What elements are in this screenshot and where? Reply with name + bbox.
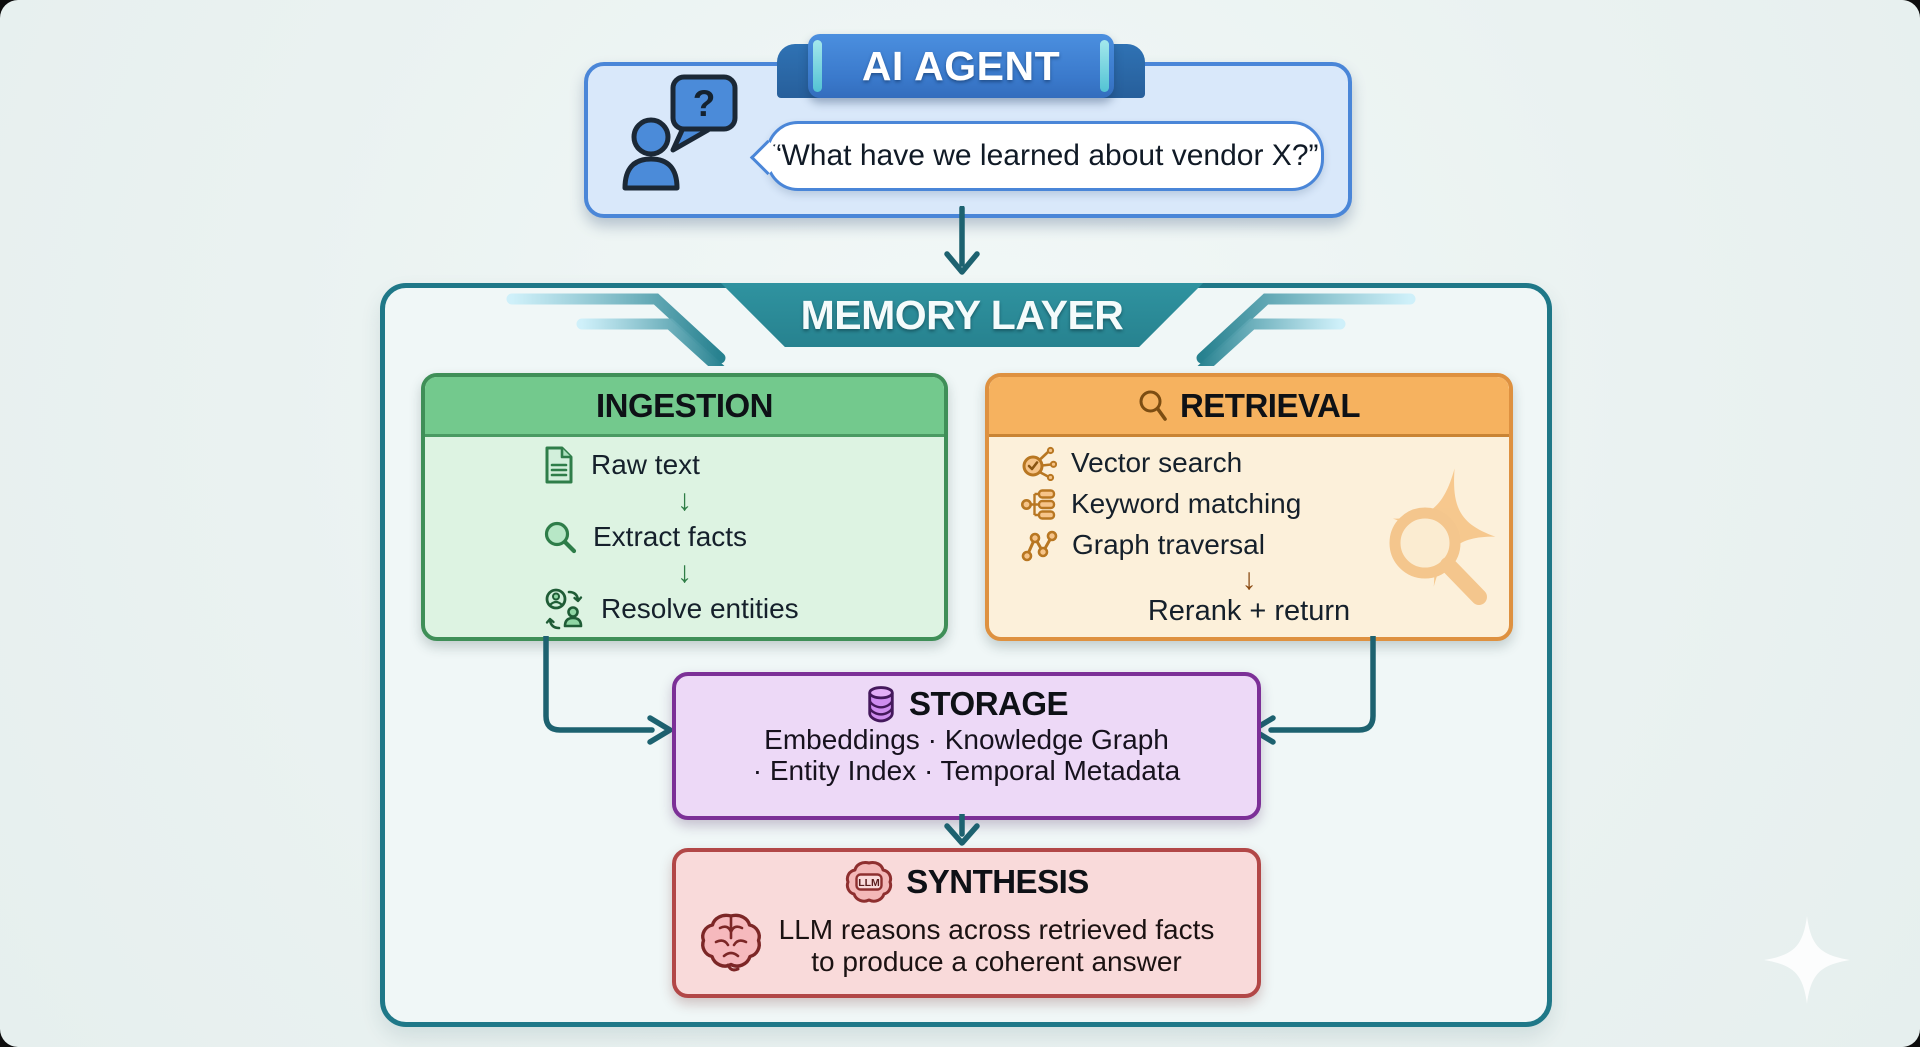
memory-layer-banner: MEMORY LAYER xyxy=(720,283,1204,347)
search-watermark-icon xyxy=(1389,468,1496,605)
retrieval-method-vector-search: Vector search xyxy=(989,444,1509,482)
ingestion-step-resolve-entities: Resolve entities xyxy=(425,588,944,630)
retrieval-card: RETRIEVAL Vector search xyxy=(985,373,1513,641)
synthesis-card: LLM SYNTHESIS LLM reasons across retriev… xyxy=(672,848,1261,998)
retrieval-header: RETRIEVAL xyxy=(989,377,1509,437)
ai-agent-badge-label: AI AGENT xyxy=(861,42,1061,89)
vector-search-icon xyxy=(1022,447,1057,482)
llm-brain-chip-icon: LLM xyxy=(846,861,893,903)
retrieval-search-icon xyxy=(1139,390,1167,421)
ingestion-step-extract-facts: Extract facts xyxy=(425,516,944,558)
storage-title: STORAGE xyxy=(908,685,1069,722)
synthesis-title: SYNTHESIS xyxy=(906,863,1089,900)
synthesis-line-1: LLM reasons across retrieved facts xyxy=(778,914,1215,945)
arrow-ingestion-to-storage xyxy=(543,636,673,745)
synthesis-header: LLM SYNTHESIS xyxy=(676,860,1257,904)
banner-swoosh-right xyxy=(1192,293,1416,366)
keyword-matching-icon xyxy=(1021,489,1056,520)
storage-card: STORAGE Embeddings · Knowledge Graph · E… xyxy=(672,672,1261,820)
storage-header: STORAGE xyxy=(865,684,1069,724)
storage-line-2: · Entity Index · Temporal Metadata xyxy=(752,755,1181,786)
llm-chip-label: LLM xyxy=(858,877,880,889)
synthesis-body: LLM reasons across retrieved facts to pr… xyxy=(746,914,1247,978)
magnifier-icon xyxy=(544,521,577,554)
resolve-entities-icon xyxy=(545,588,583,630)
ingestion-flow-arrow: ↓ xyxy=(677,556,692,589)
retrieval-flow-arrow: ↓ xyxy=(1241,562,1257,596)
user-question-text: “What have we learned about vendor X?” xyxy=(771,139,1319,172)
arrow-retrieval-to-storage xyxy=(1250,636,1376,745)
question-mark-glyph: ? xyxy=(693,83,716,124)
retrieval-method-keyword-matching: Keyword matching xyxy=(989,485,1509,523)
ingestion-flow-arrow: ↓ xyxy=(677,484,692,517)
banner-swoosh-left xyxy=(506,293,726,366)
ingestion-header: INGESTION xyxy=(425,377,944,437)
person-question-icon: ? xyxy=(622,74,738,191)
database-icon xyxy=(868,686,894,723)
arrow-storage-to-synthesis xyxy=(944,814,980,846)
ai-agent-badge: AI AGENT xyxy=(808,34,1114,98)
synthesis-line-2: to produce a coherent answer xyxy=(811,946,1182,977)
arrow-agent-to-memory xyxy=(944,206,980,275)
ingestion-title: INGESTION xyxy=(595,386,774,424)
retrieval-result-label: Rerank + return xyxy=(1147,594,1351,627)
ingestion-body: Raw text ↓ Extract facts ↓ xyxy=(425,441,944,633)
brain-icon xyxy=(701,913,761,972)
document-icon xyxy=(545,446,573,484)
memory-layer-label: MEMORY LAYER xyxy=(800,291,1124,338)
user-question-bubble: “What have we learned about vendor X?” xyxy=(749,121,1324,191)
retrieval-body: Vector search Keyword matching xyxy=(989,441,1509,631)
sparkle-icon xyxy=(1764,916,1850,1004)
ingestion-step-raw-text: Raw text xyxy=(425,444,944,486)
ingestion-card: INGESTION Raw text ↓ Extract facts ↓ xyxy=(421,373,948,641)
storage-line-1: Embeddings · Knowledge Graph xyxy=(764,724,1169,755)
retrieval-title: RETRIEVAL xyxy=(1179,386,1361,424)
graph-traversal-icon xyxy=(1021,530,1058,562)
retrieval-method-graph-traversal: Graph traversal xyxy=(989,526,1509,564)
